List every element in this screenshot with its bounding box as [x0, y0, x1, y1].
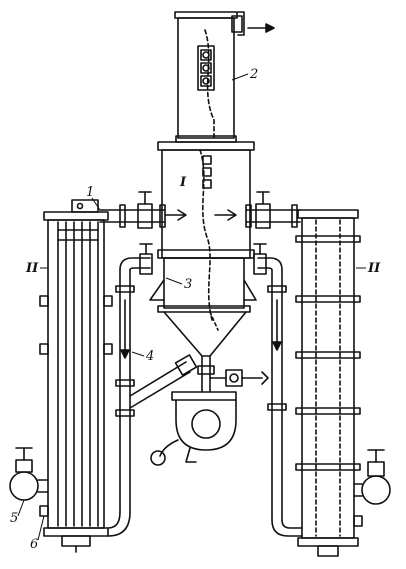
valve-left-top: [137, 191, 153, 229]
pump-body: [150, 391, 237, 466]
arrow-right-icon: [247, 23, 275, 33]
label-exchanger-left: II: [25, 261, 39, 276]
heat-exchanger-left: [39, 199, 113, 553]
pipe-4: [107, 257, 151, 537]
label-5: 5: [10, 511, 18, 526]
valve-5: [9, 447, 49, 501]
cone-outlet: [197, 355, 215, 393]
column-2: [174, 11, 245, 143]
label-1: 1: [86, 185, 94, 200]
label-apparatus-I: I: [179, 175, 187, 190]
leader-1: [91, 197, 101, 211]
label-2: 2: [249, 67, 258, 82]
drain-6: [39, 505, 49, 517]
labels: 1 2 I 3 4 II II 5 6: [10, 67, 381, 552]
valve-right-lower: [353, 449, 391, 527]
leader-4: [131, 351, 145, 357]
label-3: 3: [184, 277, 192, 292]
label-4: 4: [145, 349, 154, 364]
heat-exchanger-right: [295, 209, 361, 557]
label-6: 6: [30, 537, 38, 552]
top-header: [99, 204, 301, 228]
pipe-right: [257, 257, 303, 537]
valve-left-mid: [139, 243, 153, 275]
label-exchanger-right: II: [367, 261, 381, 276]
side-valve: [209, 369, 269, 387]
valve-right-mid: [253, 243, 267, 275]
leader-5: [17, 499, 25, 517]
leader-3: [165, 277, 183, 285]
leader-2: [231, 73, 249, 81]
leader-6: [37, 515, 45, 541]
inclined-pipe: [129, 354, 198, 409]
apparatus-body: [149, 141, 257, 357]
valve-right-top: [255, 191, 271, 229]
